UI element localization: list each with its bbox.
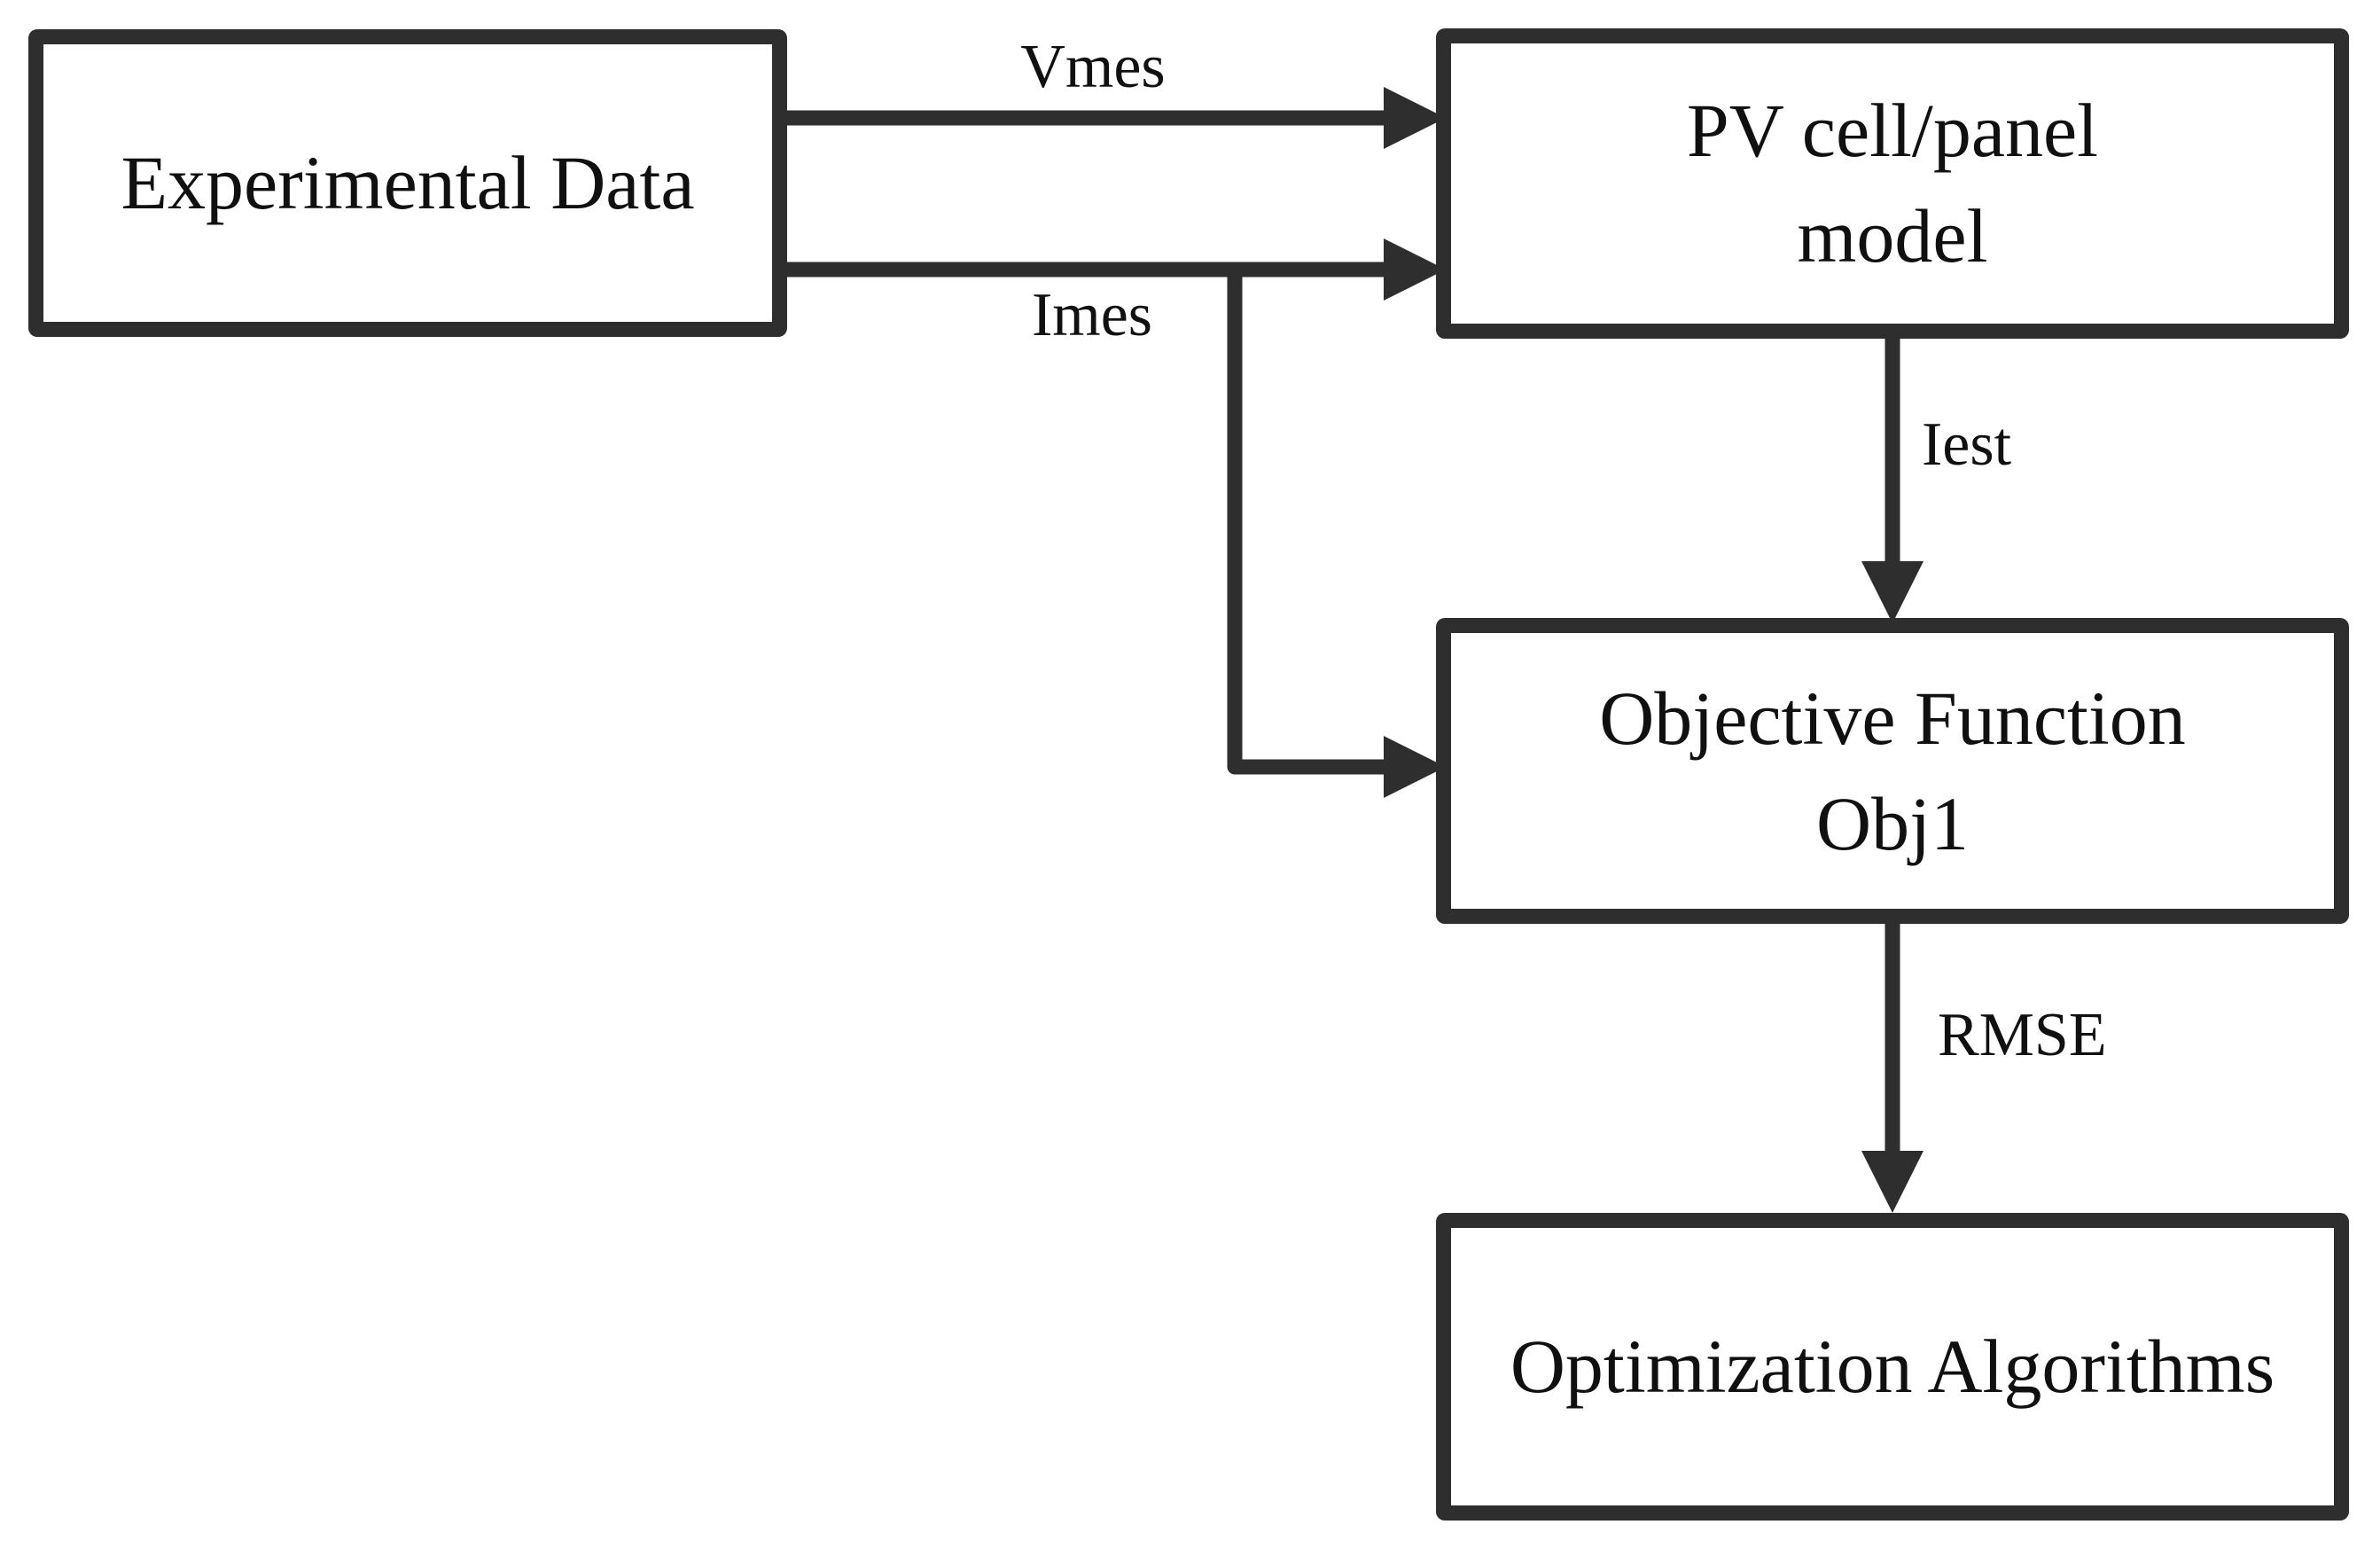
- imes-edge-label: Imes: [1031, 281, 1153, 349]
- node-label-line: Obj1: [1816, 780, 1969, 866]
- rmse-arrowhead-icon: [1861, 1151, 1924, 1213]
- vmes-arrowhead-icon: [1384, 87, 1446, 149]
- node-objective-function: Objective Function Obj1: [1436, 618, 2349, 924]
- imes-arrowhead-icon: [1384, 238, 1446, 301]
- node-label-line: PV cell/panel: [1686, 88, 2099, 174]
- vmes-edge-label: Vmes: [1020, 33, 1166, 101]
- node-pv-cell-panel-model: PV cell/panel model: [1436, 28, 2349, 339]
- iest-arrowhead-icon: [1861, 561, 1924, 623]
- iest-edge-label: Iest: [1922, 410, 2012, 479]
- node-label: Experimental Data: [121, 140, 695, 226]
- node-label-line: model: [1797, 193, 1988, 278]
- imes-branch-line: [1227, 273, 1388, 775]
- node-label-line: Objective Function: [1599, 675, 2186, 761]
- node-experimental-data: Experimental Data: [28, 29, 787, 337]
- rmse-edge-label: RMSE: [1938, 1001, 2107, 1069]
- imes-branch-arrowhead-icon: [1384, 736, 1446, 798]
- node-label: Optimization Algorithms: [1510, 1324, 2275, 1410]
- node-optimization-algorithms: Optimization Algorithms: [1436, 1213, 2349, 1521]
